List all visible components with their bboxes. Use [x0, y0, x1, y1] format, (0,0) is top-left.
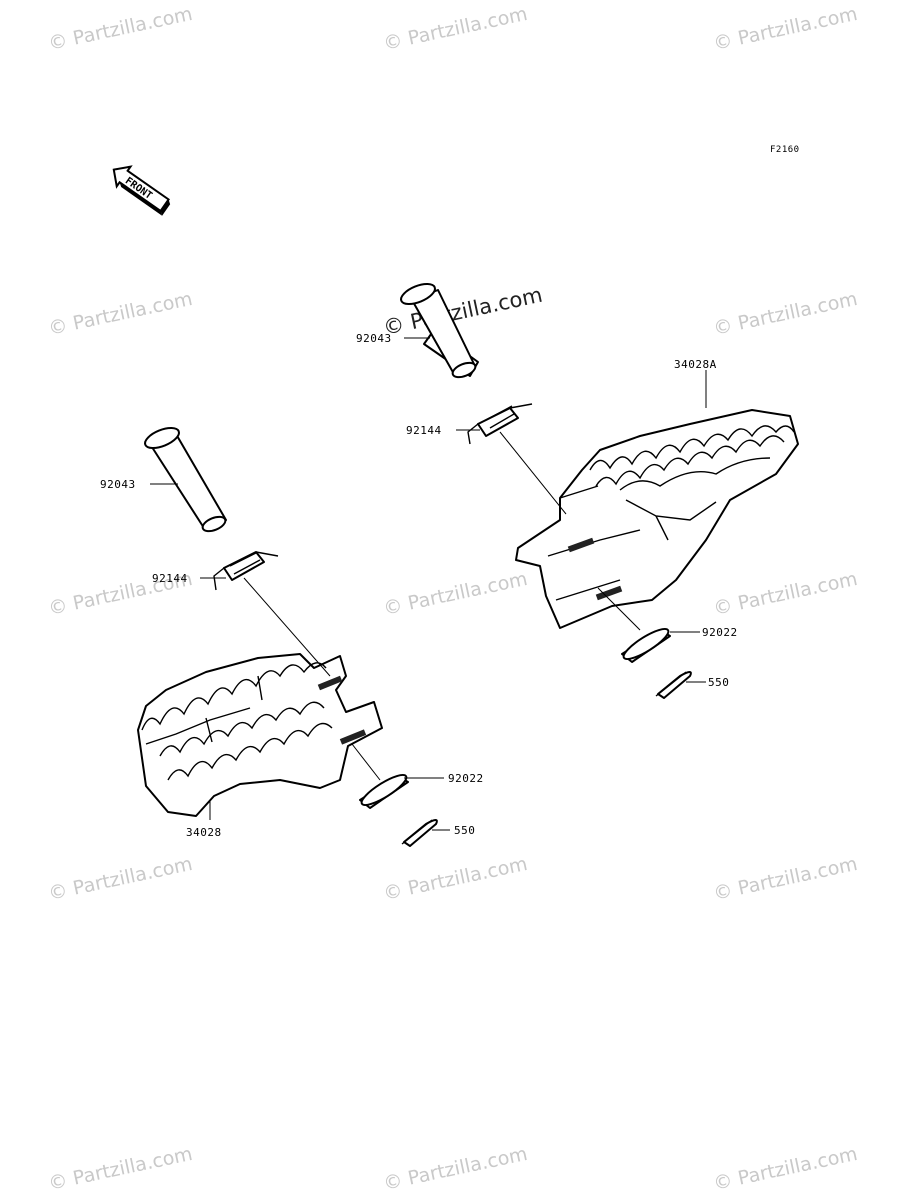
cotter-pin-550-upper — [655, 671, 692, 699]
callout-92022-upper: 92022 — [702, 626, 738, 639]
watermark: © Partzilla.com — [711, 568, 859, 620]
watermark: © Partzilla.com — [381, 853, 529, 905]
leader-lines-lower — [150, 483, 450, 831]
washer-92022-upper — [621, 627, 671, 663]
washer-92022-lower — [359, 773, 409, 809]
callout-550-upper: 550 — [708, 676, 729, 689]
watermark: © Partzilla.com — [46, 288, 194, 340]
footpeg-34028 — [137, 653, 383, 817]
leader-lines-upper — [404, 337, 707, 683]
callout-92022-lower: 92022 — [448, 772, 484, 785]
front-arrow-icon: FRONT — [112, 165, 171, 216]
pin-92043-upper — [400, 282, 479, 379]
footpeg-34028A — [515, 409, 799, 629]
watermark: © Partzilla.com — [46, 1143, 194, 1195]
watermark: © Partzilla.com — [711, 288, 859, 340]
watermark: © Partzilla.com — [381, 1143, 529, 1195]
watermark: © Partzilla.com — [381, 3, 529, 55]
callout-550-lower: 550 — [454, 824, 475, 837]
watermark: © Partzilla.com — [381, 568, 529, 620]
watermark: © Partzilla.com — [711, 3, 859, 55]
watermark: © Partzilla.com — [711, 1143, 859, 1195]
figure-code: F2160 — [770, 145, 800, 155]
clip-92144-upper — [467, 403, 533, 445]
callout-92043-upper: 92043 — [356, 332, 392, 345]
cotter-pin-550-lower — [401, 819, 438, 847]
watermark: © Partzilla.com — [46, 853, 194, 905]
callout-92144-lower: 92144 — [152, 572, 188, 585]
watermark: © Partzilla.com — [46, 3, 194, 55]
callout-34028A: 34028A — [674, 358, 717, 371]
callout-92043-lower: 92043 — [100, 478, 136, 491]
callout-92144-upper: 92144 — [406, 424, 442, 437]
clip-92144-lower — [213, 551, 279, 591]
watermark: © Partzilla.com — [711, 853, 859, 905]
callouts: 92043 92144 34028A 92043 92144 92022 550… — [100, 332, 738, 839]
watermark-layer: © Partzilla.com © Partzilla.com © Partzi… — [46, 3, 859, 1195]
pin-92043-lower — [144, 426, 227, 533]
callout-34028: 34028 — [186, 826, 222, 839]
